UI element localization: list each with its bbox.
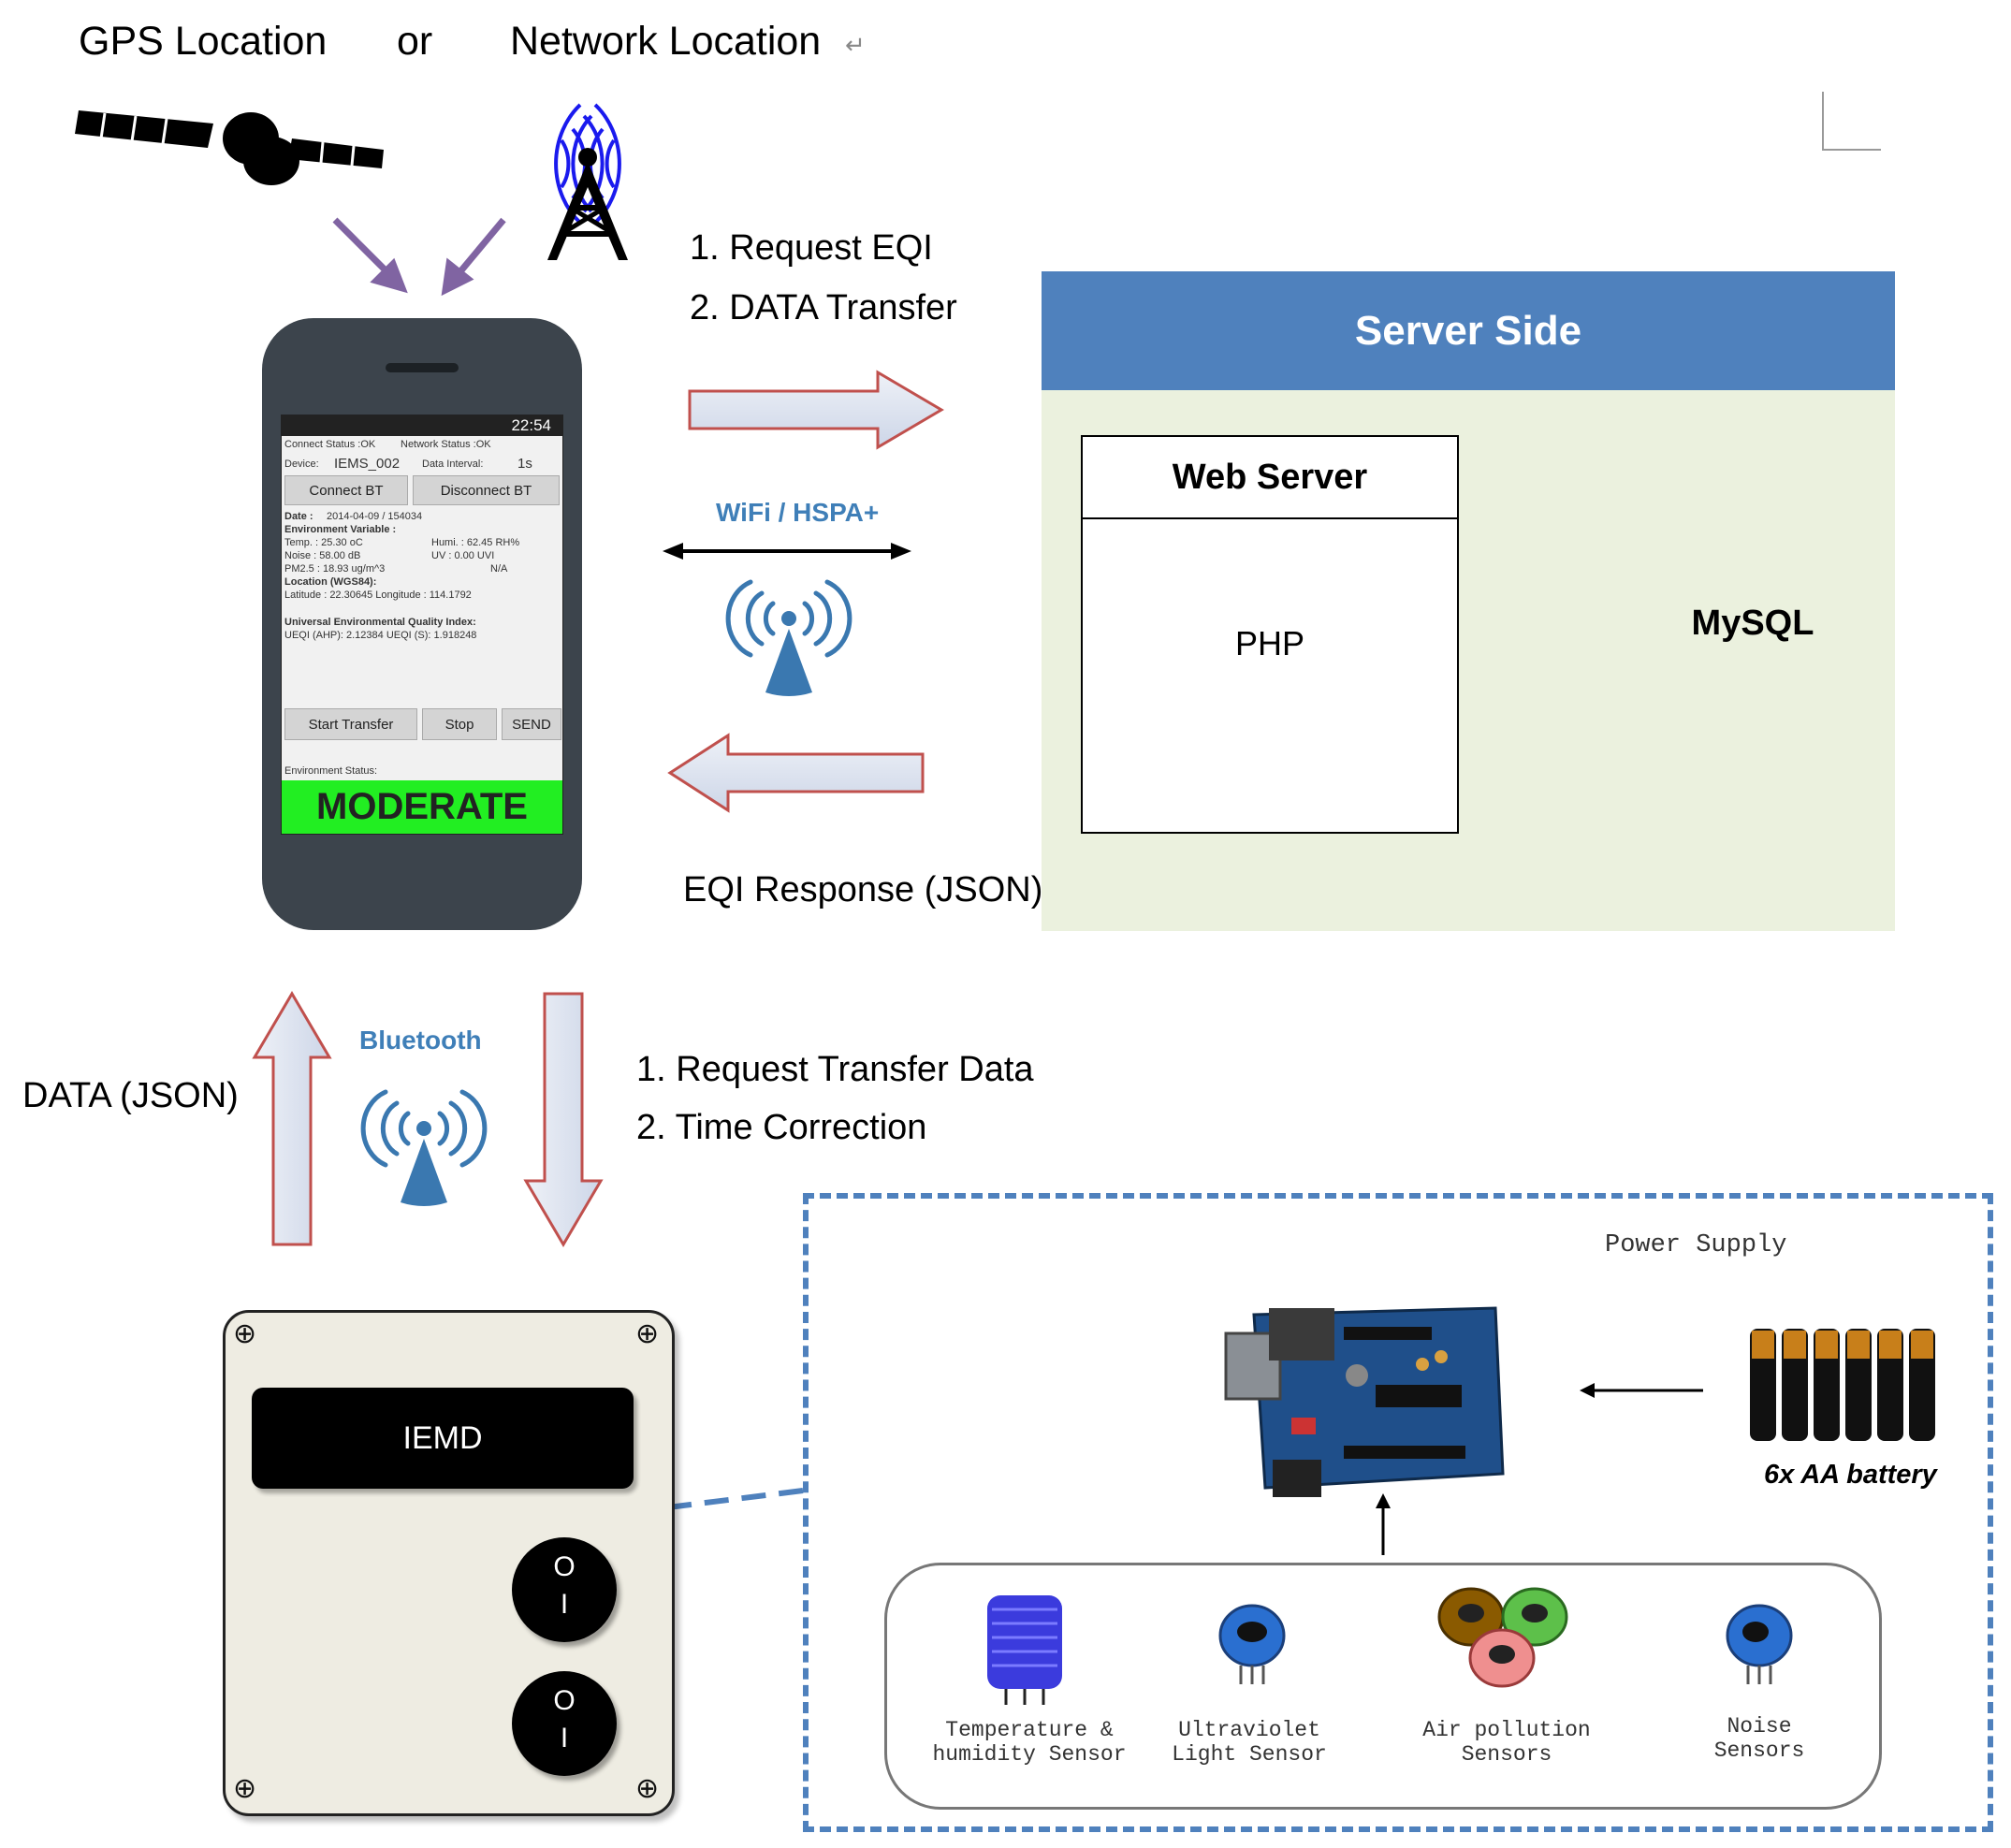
env-status-label: Environment Status: <box>284 765 378 777</box>
request-arrow <box>688 370 944 450</box>
response-arrow <box>667 733 925 813</box>
request-transfer-label: 1. Request Transfer Data <box>636 1050 1034 1089</box>
time-correction-label: 2. Time Correction <box>636 1108 927 1147</box>
temp-row: Temp. : 25.30 oC <box>284 537 363 548</box>
env-variable-label: Environment Variable : <box>284 524 397 535</box>
gps-location-label: GPS Location <box>79 19 328 64</box>
request-eqi-label: 1. Request EQI <box>690 228 933 268</box>
air-pollution-sensor-label: Air pollution Sensors <box>1422 1718 1591 1768</box>
phone-speaker <box>386 363 459 372</box>
eqi-response-label: EQI Response (JSON) <box>683 870 1043 909</box>
arduino-board-icon <box>1224 1306 1505 1497</box>
pm-row: PM2.5 : 18.93 ug/m^3 <box>284 563 386 575</box>
device-value[interactable]: IEMS_002 <box>334 456 401 472</box>
battery-label: 6x AA battery <box>1764 1460 1937 1490</box>
noise-sensor-icon <box>1726 1604 1793 1684</box>
sensor-group <box>884 1563 1882 1810</box>
hardware-module-frame <box>803 1193 1993 1832</box>
disconnect-bt-button[interactable]: Disconnect BT <box>413 475 560 505</box>
device-label: Device: <box>284 458 319 470</box>
switch-on-mark: I <box>560 1589 569 1620</box>
environment-status-value: MODERATE <box>282 780 562 834</box>
network-status: Network Status :OK <box>401 439 491 450</box>
web-server-title: Web Server <box>1083 437 1457 519</box>
data-interval-value[interactable]: 1s <box>517 456 532 472</box>
ueqi-title: Universal Environmental Quality Index: <box>284 617 476 628</box>
cell-tower-icon <box>547 103 628 260</box>
bluetooth-label: Bluetooth <box>359 1026 482 1055</box>
uv-sensor-icon <box>1218 1604 1286 1684</box>
connect-status: Connect Status :OK <box>284 439 376 450</box>
battery-pack-icon <box>1750 1329 1935 1441</box>
php-label: PHP <box>1234 624 1305 662</box>
power-switch-1[interactable]: O I <box>512 1537 617 1642</box>
noise-row: Noise : 58.00 dB <box>284 550 361 561</box>
data-up-arrow <box>252 991 332 1246</box>
smartphone: 22:54 Connect Status :OK Network Status … <box>262 318 582 930</box>
start-transfer-button[interactable]: Start Transfer <box>284 708 417 740</box>
date-label: Date : <box>284 511 313 522</box>
data-transfer-label: 2. DATA Transfer <box>690 288 957 327</box>
server-side-header: Server Side <box>1042 271 1895 390</box>
stop-button[interactable]: Stop <box>422 708 497 740</box>
wifi-link-arrow <box>663 543 911 560</box>
web-server-box: Web Server PHP <box>1081 435 1459 834</box>
data-json-label: DATA (JSON) <box>22 1076 239 1115</box>
switch-off-mark: O <box>553 1685 576 1716</box>
screw-icon: ⊕ <box>635 1318 660 1349</box>
mysql-label: MySQL <box>1691 604 1814 643</box>
latlon-row: Latitude : 22.30645 Longitude : 114.1792 <box>284 589 472 601</box>
wifi-antenna-icon <box>725 579 852 696</box>
iemd-device: ⊕ ⊕ ⊕ ⊕ IEMD O I O I <box>223 1310 675 1816</box>
screw-icon: ⊕ <box>233 1773 257 1804</box>
screw-icon: ⊕ <box>233 1318 257 1349</box>
power-switch-2[interactable]: O I <box>512 1671 617 1776</box>
temperature-sensor-label: Temperature & humidity Sensor <box>932 1718 1127 1768</box>
ueqi-values: UEQI (AHP): 2.12384 UEQI (S): 1.918248 <box>284 630 477 641</box>
data-interval-label: Data Interval: <box>422 458 484 470</box>
screw-icon: ⊕ <box>635 1773 660 1804</box>
phone-status-bar: 22:54 <box>282 415 562 436</box>
switch-on-mark: I <box>560 1723 569 1753</box>
noise-sensor-label: Noise Sensors <box>1713 1714 1805 1764</box>
corner-mark <box>1822 92 1881 151</box>
wifi-hspa-label: WiFi / HSPA+ <box>716 498 880 527</box>
bluetooth-antenna-icon <box>360 1089 488 1206</box>
uv-sensor-label: Ultraviolet Light Sensor <box>1172 1718 1327 1768</box>
request-down-arrow <box>523 992 604 1247</box>
connect-bt-button[interactable]: Connect BT <box>284 475 408 505</box>
switch-off-mark: O <box>553 1551 576 1582</box>
paragraph-mark: ↵ <box>845 31 866 59</box>
date-value: 2014-04-09 / 154034 <box>327 511 423 522</box>
uv-row: UV : 0.00 UVI <box>431 550 495 561</box>
satellite-icon <box>75 110 384 185</box>
humi-row: Humi. : 62.45 RH% <box>431 537 520 548</box>
temperature-sensor-icon <box>987 1595 1062 1705</box>
send-button[interactable]: SEND <box>502 708 561 740</box>
na-value: N/A <box>490 563 508 575</box>
power-supply-label: Power Supply <box>1605 1231 1787 1259</box>
iemd-display: IEMD <box>252 1388 634 1489</box>
network-location-label: Network Location <box>510 19 822 64</box>
air-pollution-sensor-icon <box>1437 1587 1568 1688</box>
signal-arrows <box>332 217 506 297</box>
location-label: Location (WGS84): <box>284 576 377 588</box>
phone-screen: 22:54 Connect Status :OK Network Status … <box>281 415 563 835</box>
or-label: or <box>397 19 433 64</box>
